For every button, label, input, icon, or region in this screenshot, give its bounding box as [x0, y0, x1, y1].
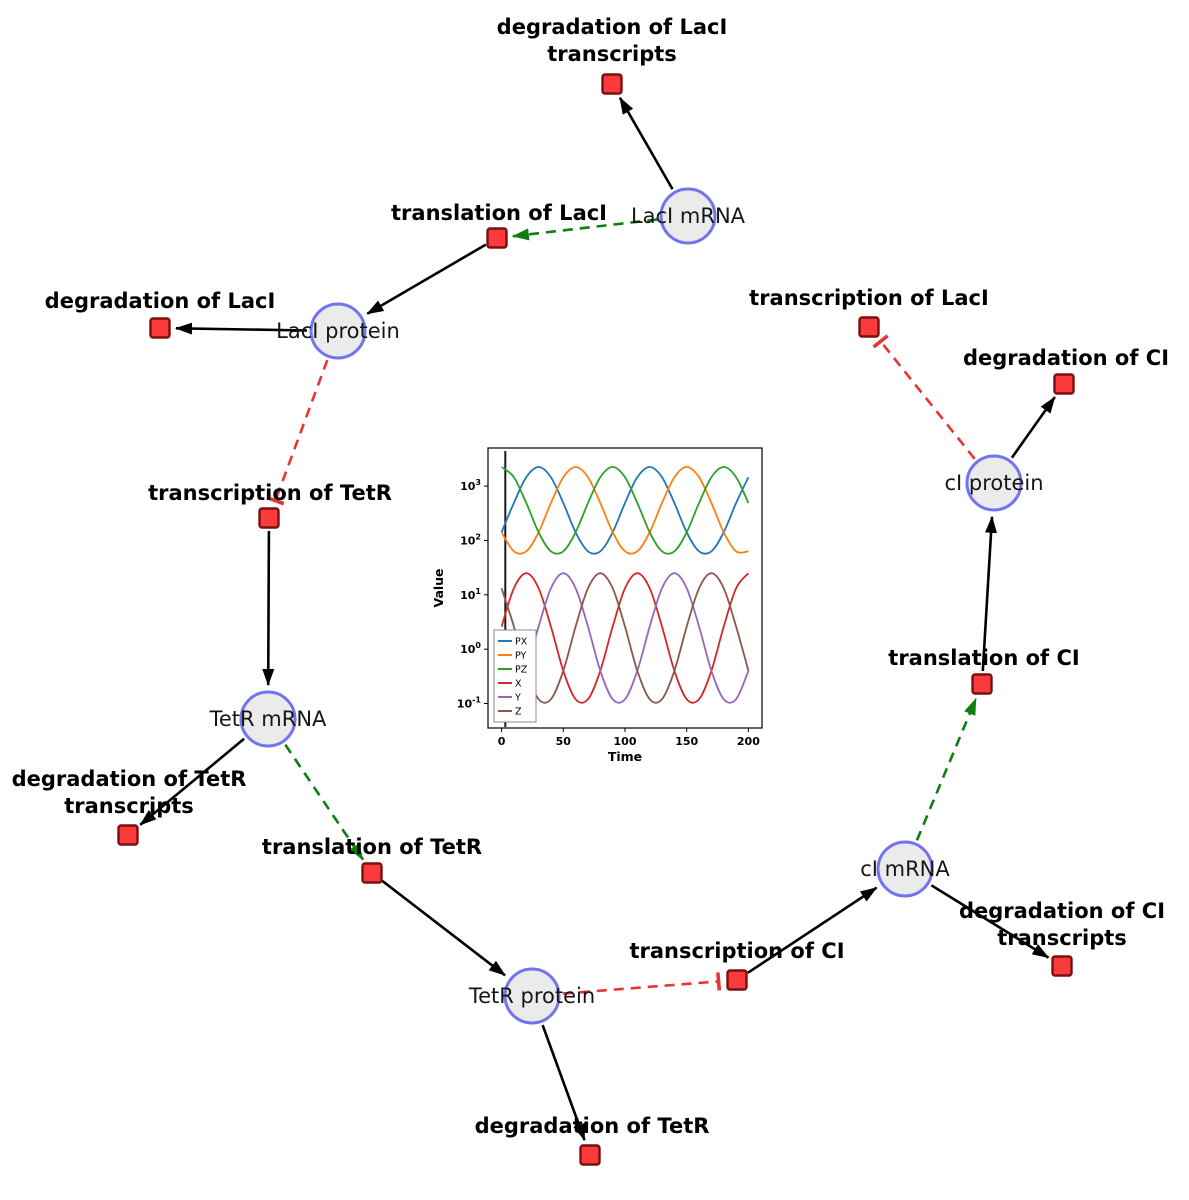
reaction-label-deg_tetr: degradation of TetR — [475, 1114, 710, 1138]
reaction-node-translation_ci[interactable] — [971, 673, 993, 695]
reaction-label-translation_tetr: translation of TetR — [262, 835, 482, 859]
reaction-node-deg_tetr_transcripts[interactable] — [117, 824, 139, 846]
chart-legend — [493, 629, 537, 723]
reaction-node-deg_laci[interactable] — [149, 317, 171, 339]
species-node-ci_protein[interactable] — [965, 454, 1023, 512]
edge-modifier-laci_mrna-to-translation_laci — [511, 218, 658, 241]
reaction-label-translation_laci: translation of LacI — [391, 201, 607, 225]
legend-label-Y: Y — [514, 693, 521, 704]
edge-inhibition-tetr_protein-to-transcription_ci — [562, 972, 722, 995]
reaction-label-deg_laci: degradation of LacI — [45, 289, 276, 313]
y-axis-label: Value — [431, 568, 446, 607]
edge-production-transcription_tetr-to-tetr_mrna — [262, 530, 275, 686]
x-tick-label: 50 — [556, 735, 572, 748]
series-line-PZ — [501, 466, 750, 555]
y-tick-label: 102 — [460, 532, 481, 547]
reaction-node-transcription_laci[interactable] — [858, 316, 880, 338]
edge-production-translation_tetr-to-tetr_protein — [381, 879, 506, 977]
y-tick-label: 10-1 — [457, 696, 482, 711]
reaction-node-deg_ci[interactable] — [1053, 373, 1075, 395]
reaction-node-deg_laci_transcripts[interactable] — [601, 73, 623, 95]
y-tick-label: 101 — [460, 587, 481, 602]
edge-consumption-tetr_protein-to-deg_tetr — [541, 1024, 586, 1141]
x-axis-label: Time — [608, 749, 642, 764]
species-label-ci_mrna: cI mRNA — [860, 857, 950, 881]
legend-label-Z: Z — [515, 707, 522, 718]
y-tick-label: 100 — [460, 641, 481, 656]
edge-modifier-ci_mrna-to-translation_ci — [915, 697, 978, 841]
reaction-node-transcription_tetr[interactable] — [258, 507, 280, 529]
legend-label-PZ: PZ — [515, 665, 528, 676]
legend-label-PX: PX — [515, 637, 528, 648]
species-node-tetr_protein[interactable] — [503, 967, 561, 1025]
edge-consumption-tetr_mrna-to-deg_tetr_transcripts — [139, 737, 245, 826]
reaction-node-translation_laci[interactable] — [486, 227, 508, 249]
edge-consumption-ci_mrna-to-deg_ci_transcripts — [930, 884, 1050, 959]
reaction-label-translation_ci: translation of CI — [888, 646, 1079, 670]
edge-production-translation_laci-to-laci_protein — [366, 243, 487, 315]
reaction-label-transcription_laci: transcription of LacI — [749, 286, 989, 310]
edge-production-transcription_ci-to-ci_mrna — [747, 886, 878, 974]
species-node-laci_mrna[interactable] — [659, 187, 717, 245]
series-line-X — [500, 572, 750, 704]
species-node-laci_protein[interactable] — [309, 302, 367, 360]
species-label-tetr_protein: TetR protein — [468, 984, 595, 1008]
edge-inhibition-ci_protein-to-transcription_laci — [872, 334, 976, 460]
species-node-ci_mrna[interactable] — [876, 840, 934, 898]
reaction-label-transcription_ci: transcription of CI — [629, 939, 844, 963]
species-node-tetr_mrna[interactable] — [239, 690, 297, 748]
x-tick-label: 200 — [737, 735, 760, 748]
reaction-node-deg_tetr[interactable] — [579, 1144, 601, 1166]
edge-modifier-tetr_mrna-to-translation_tetr — [284, 743, 365, 861]
x-tick-label: 100 — [614, 735, 637, 748]
edge-consumption-ci_protein-to-deg_ci — [1010, 396, 1056, 459]
series-line-PY — [500, 466, 749, 555]
x-tick-label: 0 — [498, 735, 506, 748]
reaction-label-transcription_tetr: transcription of TetR — [148, 481, 392, 505]
series-line-PX — [500, 466, 750, 555]
reaction-node-transcription_ci[interactable] — [726, 969, 748, 991]
series-line-Y — [501, 572, 750, 704]
species-label-laci_protein: LacI protein — [276, 319, 400, 343]
series-line-Z — [500, 572, 750, 704]
edge-consumption-laci_protein-to-deg_laci — [175, 322, 308, 335]
legend-label-PY: PY — [515, 651, 527, 662]
nodes-layer — [117, 73, 1075, 1166]
x-tick-label: 150 — [675, 735, 698, 748]
edge-inhibition-laci_protein-to-transcription_tetr — [266, 359, 329, 506]
species-label-tetr_mrna: TetR mRNA — [209, 707, 327, 731]
reaction-label-deg_ci: degradation of CI — [963, 346, 1169, 370]
legend-label-X: X — [515, 679, 522, 690]
reaction-node-deg_ci_transcripts[interactable] — [1051, 955, 1073, 977]
reaction-node-translation_tetr[interactable] — [361, 862, 383, 884]
edge-consumption-laci_mrna-to-deg_laci_transcripts — [618, 97, 674, 190]
edges-layer — [139, 97, 1056, 1141]
y-tick-label: 103 — [460, 478, 481, 493]
species-label-laci_mrna: LacI mRNA — [631, 204, 746, 228]
edge-production-translation_ci-to-ci_protein — [981, 515, 998, 672]
species-label-ci_protein: cI protein — [944, 471, 1043, 495]
